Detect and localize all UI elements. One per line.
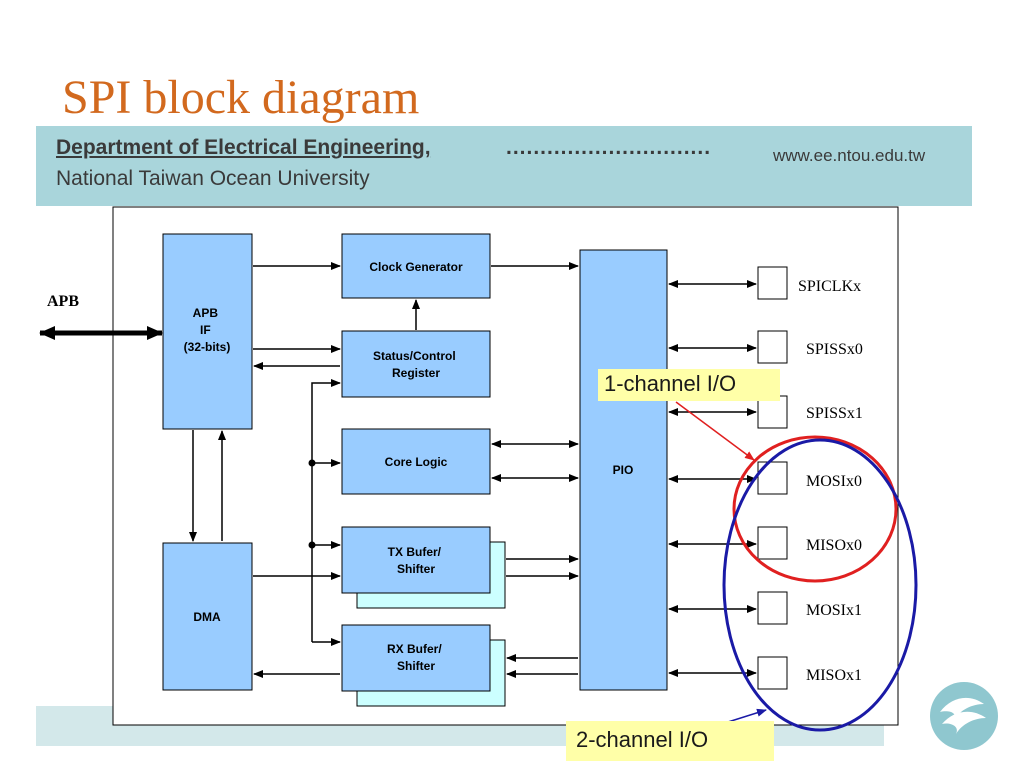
core-logic-label: Core Logic	[385, 455, 448, 469]
university-text: National Taiwan Ocean University	[56, 167, 370, 190]
department-text: Department of Electrical Engineering,	[56, 136, 431, 159]
rx-buffer-block	[341, 624, 491, 692]
status-control-block	[341, 330, 491, 398]
page-title: SPI block diagram	[62, 71, 420, 124]
control-bus-line	[311, 379, 341, 642]
pio-block	[579, 249, 668, 691]
pin-label-mosix0: MOSIx0	[806, 473, 862, 490]
pin-box-misox0	[757, 526, 788, 560]
dotted-leader: ..............................	[506, 136, 712, 159]
clock-generator-label: Clock Generator	[369, 260, 463, 274]
status-control-label: Status/Control Register	[373, 349, 459, 380]
pin-label-mosix1: MOSIx1	[806, 602, 862, 619]
tx-buffer-label: TX Bufer/ Shifter	[388, 545, 445, 576]
pin-label-spiclkx: SPICLKx	[798, 278, 861, 295]
pin-label-misox1: MISOx1	[806, 667, 862, 684]
clock-generator-block	[341, 233, 491, 299]
pin-box-mosix1	[757, 591, 788, 625]
apb-if-label: APB IF (32-bits)	[184, 306, 231, 354]
one-channel-pointer	[675, 401, 755, 461]
header-banner	[36, 126, 972, 206]
dma-label: DMA	[193, 610, 221, 624]
two-channel-ellipse	[722, 438, 918, 732]
one-channel-callout: 1-channel I/O	[598, 369, 780, 401]
dma-block	[162, 542, 253, 691]
two-channel-pointer	[727, 708, 767, 723]
pin-box-spiclkx	[757, 266, 788, 300]
apb-if-block	[162, 233, 253, 430]
pin-label-spissx1: SPISSx1	[806, 405, 863, 422]
junction-dot	[308, 459, 316, 467]
pin-label-misox0: MISOx0	[806, 537, 862, 554]
website-url: www.ee.ntou.edu.tw	[773, 146, 926, 165]
junction-dot	[308, 541, 316, 549]
rx-buffer-label: RX Bufer/ Shifter	[387, 642, 445, 673]
pin-box-misox1	[757, 656, 788, 690]
pio-label: PIO	[613, 463, 634, 477]
tx-buffer-block	[341, 526, 491, 594]
pin-label-spissx0: SPISSx0	[806, 341, 863, 358]
university-logo	[930, 682, 998, 750]
apb-label: APB	[47, 293, 79, 310]
pin-box-spissx0	[757, 330, 788, 364]
core-logic-block	[341, 428, 491, 495]
two-channel-callout: 2-channel I/O	[566, 721, 774, 761]
one-channel-ellipse	[732, 435, 898, 583]
